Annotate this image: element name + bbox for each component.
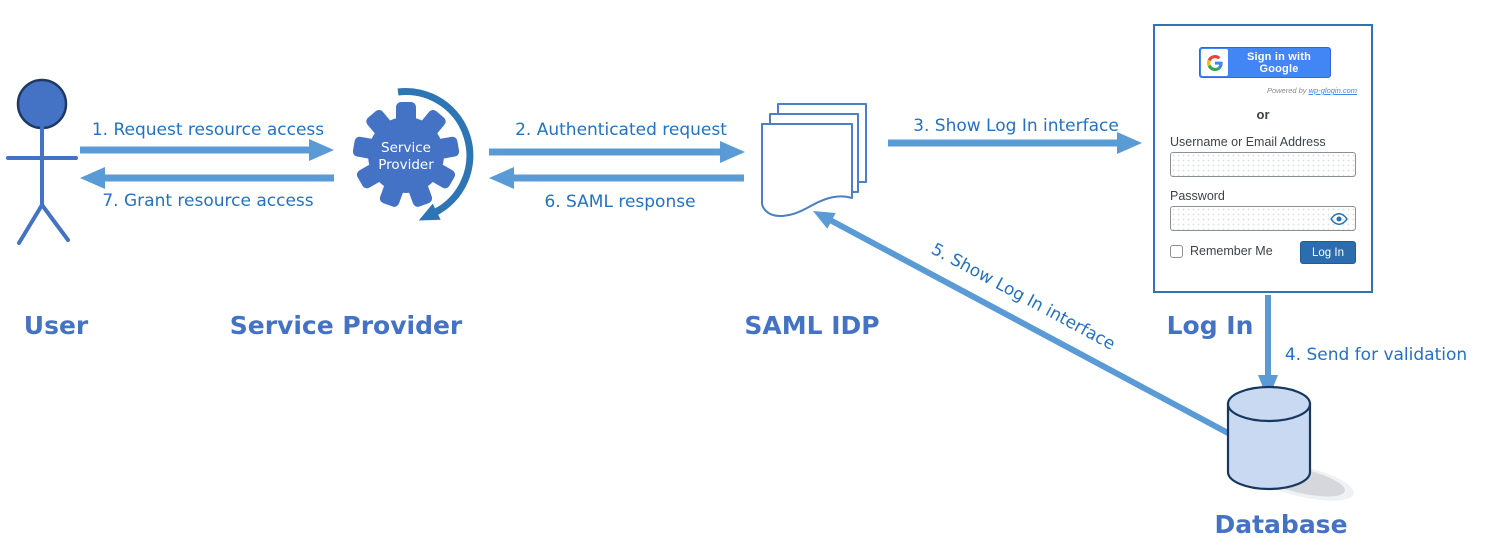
- powered-by-text: Powered by wp-glogin.com: [1267, 86, 1357, 95]
- caption-user: User: [23, 311, 89, 340]
- powered-by-prefix: Powered by: [1266, 86, 1309, 95]
- gear-cycle-arc-icon: [397, 88, 474, 221]
- sign-in-with-google-button[interactable]: Sign in with Google: [1199, 47, 1331, 78]
- caption-service-provider: Service Provider: [229, 311, 463, 340]
- google-logo-icon: [1201, 49, 1228, 76]
- powered-by-link[interactable]: wp-glogin.com: [1308, 86, 1357, 95]
- step-2-label: 2. Authenticated request: [515, 120, 727, 140]
- or-divider: or: [1256, 107, 1270, 122]
- gear-text-line-1: Service: [381, 140, 431, 156]
- step-7-label: 7. Grant resource access: [102, 191, 314, 211]
- login-form-card: Sign in with Google Powered by wp-glogin…: [1153, 24, 1373, 293]
- password-label: Password: [1170, 189, 1225, 203]
- arrow-step-3: [888, 132, 1142, 154]
- user-stick-figure-icon: [6, 78, 78, 245]
- step-6-label: 6. SAML response: [544, 192, 696, 212]
- log-in-button[interactable]: Log In: [1300, 241, 1356, 264]
- arrow-step-5: [813, 211, 1230, 436]
- arrow-step-1: [80, 139, 334, 161]
- gear-text-line-2: Provider: [378, 157, 434, 173]
- password-input[interactable]: [1170, 206, 1356, 231]
- saml-idp-documents-icon: [761, 103, 867, 217]
- remember-me-label: Remember Me: [1190, 244, 1273, 258]
- show-password-eye-icon[interactable]: [1330, 212, 1348, 226]
- google-button-label: Sign in with Google: [1246, 50, 1312, 75]
- caption-database: Database: [1214, 510, 1348, 539]
- service-provider-gear-icon: Service Provider: [352, 102, 460, 207]
- arrow-step-6: [489, 167, 744, 189]
- remember-me-checkbox[interactable]: [1170, 245, 1183, 258]
- caption-log-in: Log In: [1166, 311, 1254, 340]
- step-1-label: 1. Request resource access: [91, 120, 325, 140]
- username-label: Username or Email Address: [1170, 135, 1326, 149]
- step-4-label: 4. Send for validation: [1284, 345, 1468, 365]
- step-3-label: 3. Show Log In interface: [913, 116, 1119, 136]
- caption-saml-idp: SAML IDP: [744, 311, 880, 340]
- arrow-step-4: [1258, 295, 1278, 400]
- username-input[interactable]: [1170, 152, 1356, 177]
- database-cylinder-icon: [1226, 385, 1354, 501]
- arrow-step-7: [80, 167, 334, 189]
- arrow-step-2: [489, 141, 745, 163]
